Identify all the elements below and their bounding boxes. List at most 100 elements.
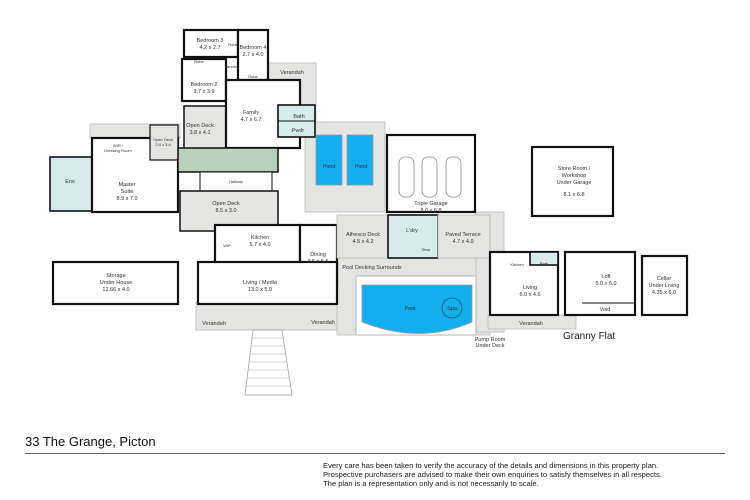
- loft-dims: 5.0 x 5.0: [595, 281, 616, 287]
- living-media: [196, 260, 339, 306]
- robe-3: Robe: [248, 74, 258, 79]
- gf-verandah-label: Verandah: [519, 321, 543, 327]
- paved-dims: 4.7 x 4.0: [452, 239, 473, 245]
- storage-name-2: Under House: [100, 280, 132, 286]
- bedroom2-dims: 3.7 x 3.9: [193, 89, 214, 95]
- laundry-label: L'dry: [406, 228, 418, 234]
- storage-name: Storage: [106, 273, 125, 279]
- bedroom-3: [182, 28, 240, 59]
- cellar-name: Cellar: [657, 276, 672, 282]
- living-media-name: Living / Media: [243, 280, 278, 286]
- pond-2: [346, 134, 374, 186]
- car-icons: [398, 156, 462, 198]
- garage-name: Triple Garage: [414, 201, 447, 207]
- pond-1-label: Pond: [323, 164, 336, 170]
- hall-green: [177, 147, 279, 173]
- bedroom3-name: Bedroom 3: [197, 38, 224, 44]
- hallway-label: Hallway: [229, 179, 243, 184]
- verandah-left-label: Verandah: [202, 321, 226, 327]
- disclaimer-line: Prospective purchasers are advised to ma…: [323, 470, 662, 479]
- cellar: [640, 254, 689, 317]
- open-deck-large-dims: 8.5 x 3.0: [215, 208, 236, 214]
- cellar-name-2: Under Living: [649, 283, 680, 289]
- robe-1: Robe: [194, 59, 204, 64]
- gf-bath-label: Bath: [540, 261, 548, 266]
- bedroom4-name: Bedroom 4: [240, 45, 267, 51]
- open-deck-tiny-name: Open Deck: [153, 137, 173, 142]
- front-stairs: [244, 329, 293, 396]
- store-name-3: Under Garage: [557, 180, 592, 186]
- wir-label: WIR /: [113, 143, 124, 148]
- wir-label-2: Dressing Room: [104, 148, 132, 153]
- stair-treads: [246, 337, 290, 387]
- shwr-label: Shwr: [421, 247, 431, 252]
- room-labels: Bedroom 3 4.2 x 2.7 Bedroom 4 2.7 x 4.0 …: [65, 38, 679, 349]
- alfresco-deck: [336, 214, 389, 259]
- store-name: Store Room /: [558, 166, 591, 172]
- bath-label: Bath: [293, 114, 304, 120]
- open-deck-small: [183, 105, 227, 150]
- gf-living-name: Living: [523, 285, 537, 291]
- open-deck-small-name: Open Deck: [186, 123, 214, 129]
- spa-label: Spa: [447, 306, 458, 312]
- open-deck-tiny: [149, 124, 179, 161]
- pump-name: Pump Room: [475, 337, 506, 343]
- pool-decking-label: Pool Decking Surrounds: [342, 265, 402, 271]
- store-room: [530, 145, 615, 218]
- garage-dims: 8.0 x 6.8: [420, 208, 441, 214]
- paved-name: Paved Terrace: [445, 232, 480, 238]
- triple-garage: [385, 133, 477, 214]
- pool-label: Pool: [404, 306, 415, 312]
- granny-flat-label: Granny Flat: [563, 331, 616, 342]
- pwdr-label: Pwdr: [292, 128, 305, 134]
- alfresco-dims: 4.5 x 4.2: [352, 239, 373, 245]
- laundry: [387, 214, 439, 259]
- void-label: Void: [600, 307, 611, 313]
- store-name-2: Workshop: [562, 173, 587, 179]
- pond-1: [315, 134, 343, 186]
- ens-label: Ens: [65, 179, 75, 185]
- master-name: Master: [119, 182, 136, 188]
- master-name-2: Suite: [121, 189, 134, 195]
- loft-name: Loft: [601, 274, 611, 280]
- storage-under-house: [51, 260, 180, 306]
- verandah-front: [195, 301, 339, 331]
- family-name: Family: [243, 110, 259, 116]
- verandah-right-label: Verandah: [311, 320, 335, 326]
- gf-bath: [529, 251, 559, 266]
- spa: [441, 297, 463, 319]
- open-deck-small-dims: 3.8 x 4.1: [189, 130, 210, 136]
- ensuite: [49, 156, 93, 212]
- master-dims: 8.9 x 7.0: [116, 196, 137, 202]
- dining-dims: 3.5 x 5.5: [307, 259, 328, 265]
- property-title: 33 The Grange, Picton: [25, 434, 156, 449]
- storage-dims: 12.66 x 4.0: [102, 287, 129, 293]
- pool: [361, 284, 473, 334]
- gf-kitchen-label: Kitchen: [510, 262, 523, 267]
- kitchen-name: Kitchen: [251, 235, 269, 241]
- loft: [563, 250, 637, 317]
- alfresco-name: Alfresco Deck: [346, 232, 380, 238]
- open-deck-large-name: Open Deck: [212, 201, 240, 207]
- open-deck-tiny-dims: 2.4 x 3.4: [155, 142, 171, 147]
- disclaimer-line: Every care has been taken to verify the …: [323, 461, 659, 470]
- bedroom4-dims: 2.7 x 4.0: [242, 52, 263, 58]
- living-media-dims: 13.0 x 5.0: [248, 287, 272, 293]
- bedroom-4: [236, 28, 270, 82]
- robe-2: Robe: [228, 42, 238, 47]
- title-divider: [25, 453, 725, 454]
- pond-2-label: Pond: [355, 164, 368, 170]
- store-dims: 8.1 x 6.8: [563, 192, 584, 198]
- wip-label: WIP: [223, 243, 231, 248]
- gf-living-dims: 6.0 x 4.6: [519, 292, 540, 298]
- landing: Landing: [225, 64, 239, 69]
- family-dims: 4.7 x 6.7: [240, 117, 261, 123]
- pump-name-2: Under Deck: [475, 343, 504, 349]
- paved-terrace: [437, 214, 491, 259]
- floor-plan: Bedroom 3 4.2 x 2.7 Bedroom 4 2.7 x 4.0 …: [49, 28, 689, 396]
- kitchen-dims: 5.7 x 4.0: [249, 242, 270, 248]
- disclaimer: Every care has been taken to verify the …: [323, 461, 662, 488]
- bedroom3-dims: 4.2 x 2.7: [199, 45, 220, 51]
- verandah-top-label: Verandah: [280, 70, 304, 76]
- kitchen: [213, 223, 302, 265]
